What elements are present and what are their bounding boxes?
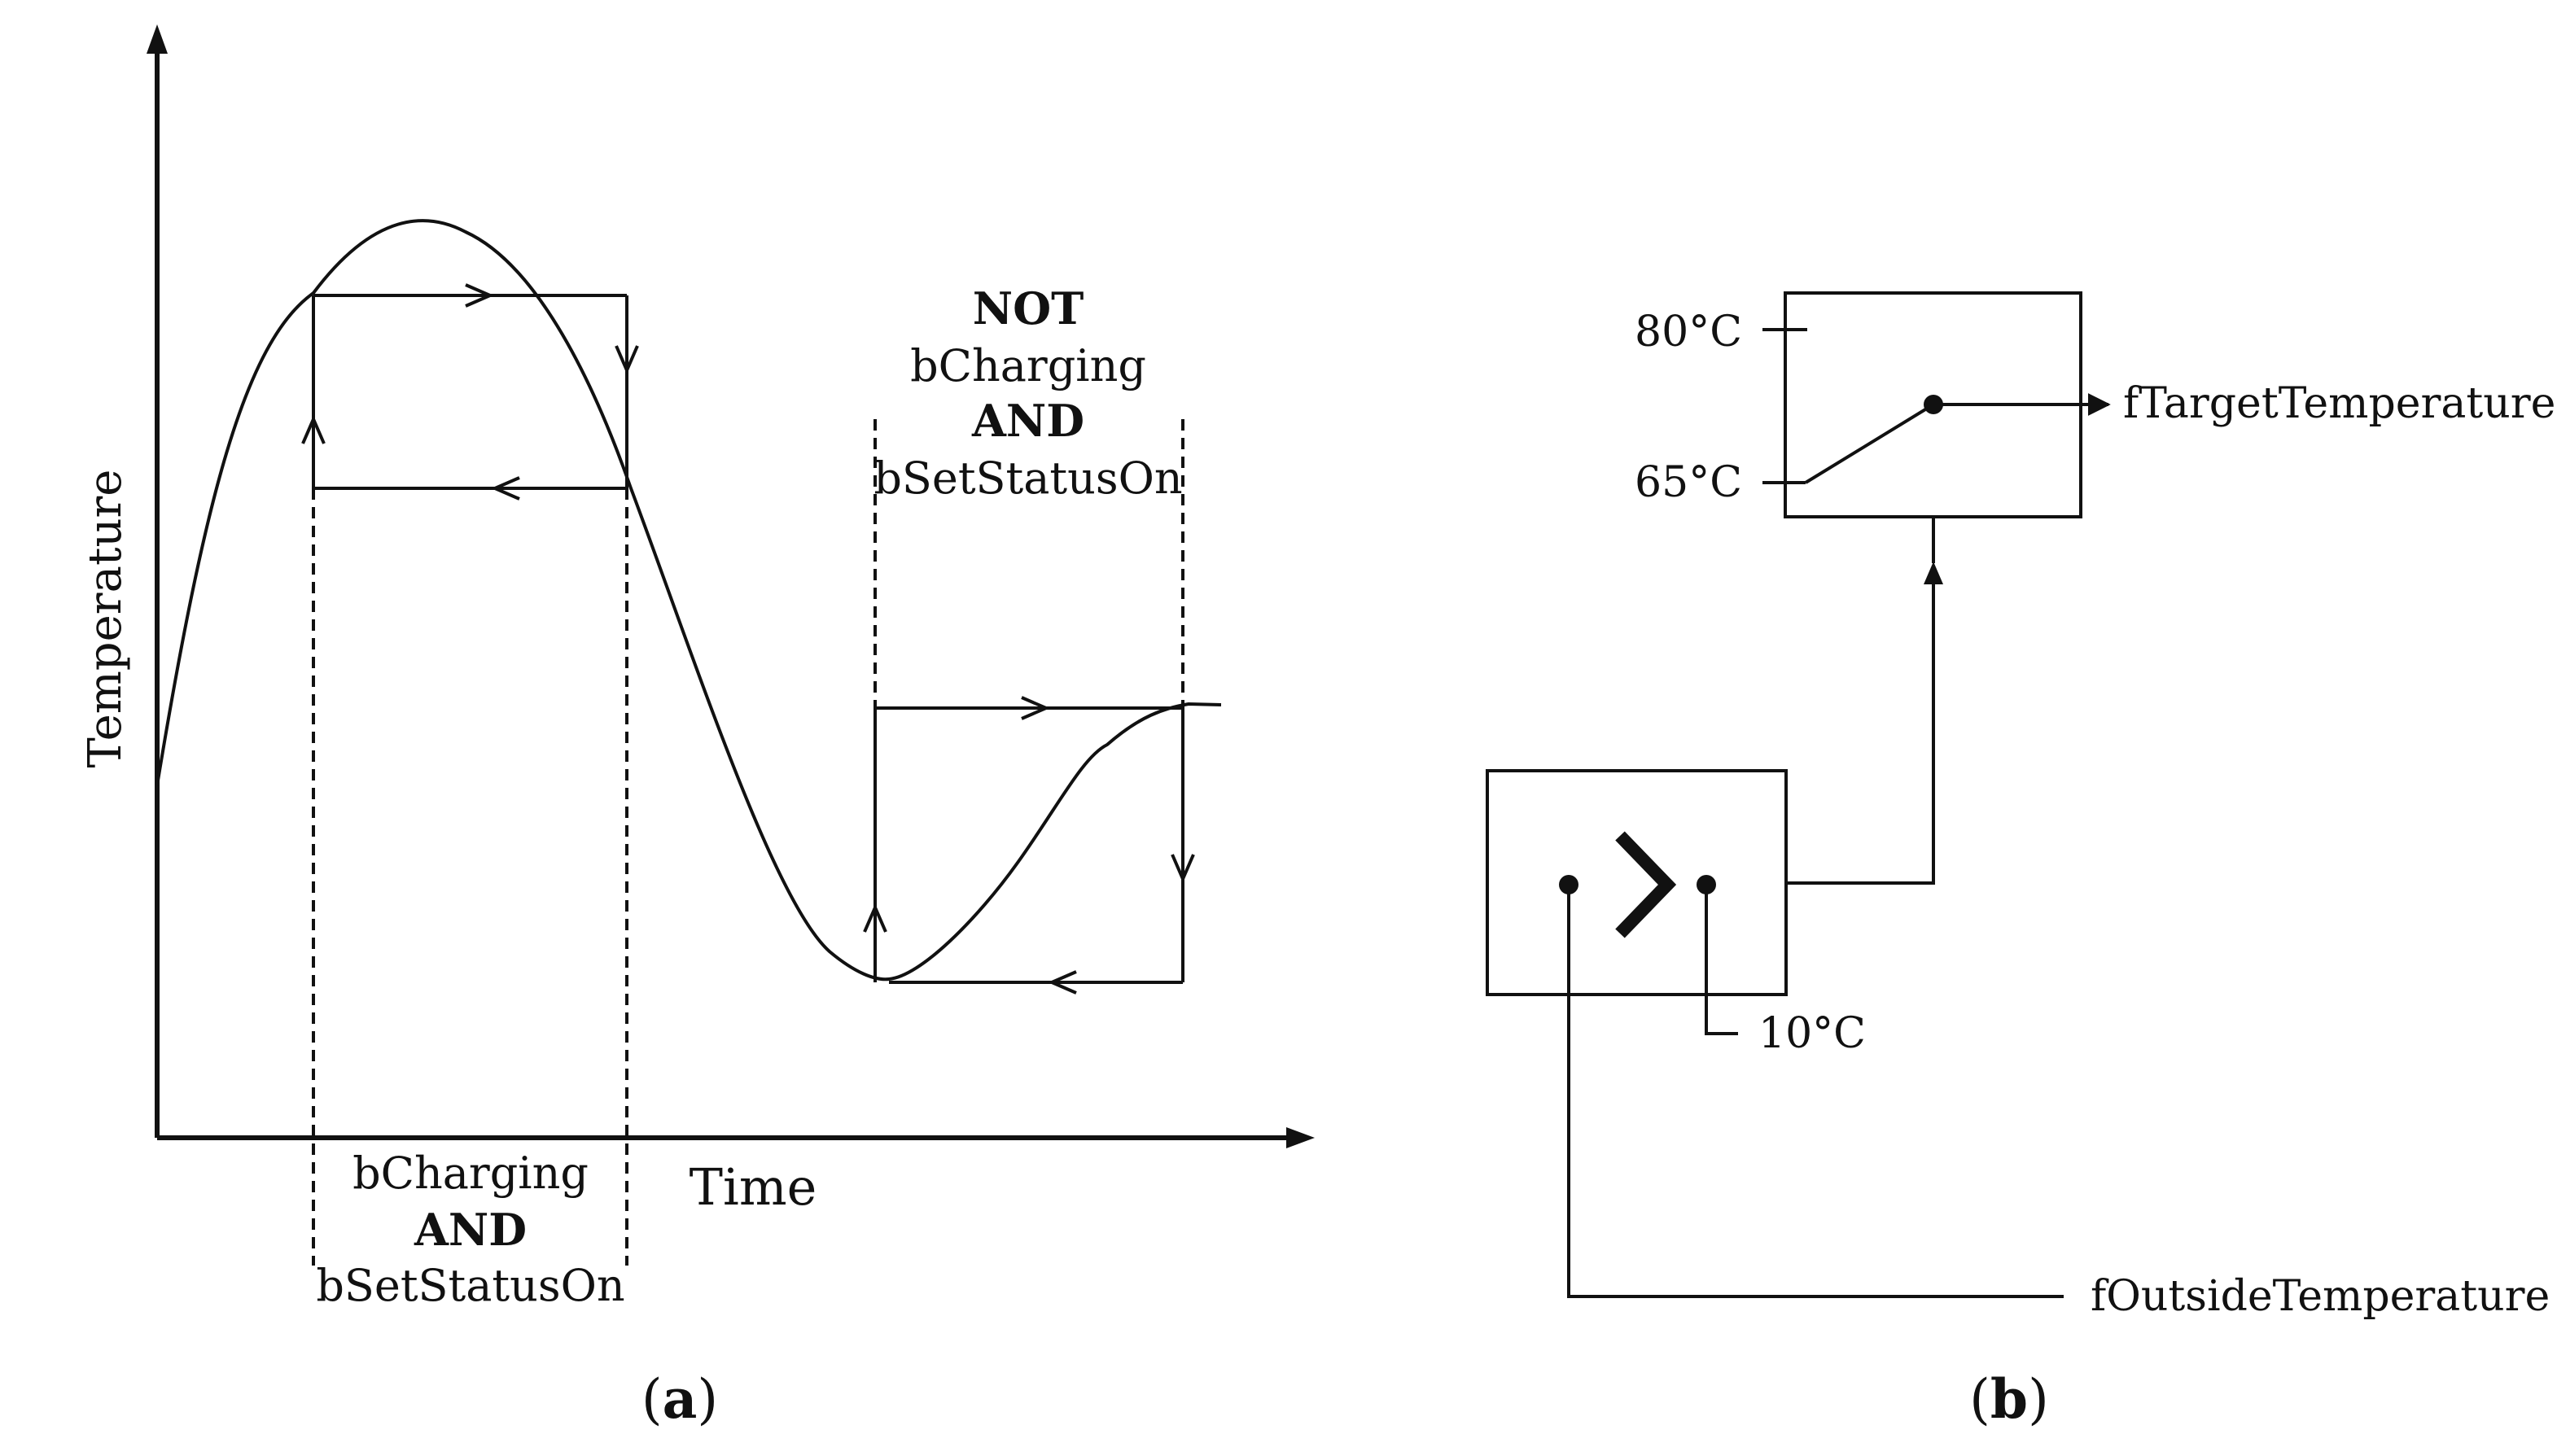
window1-label-line1: bCharging (352, 1148, 589, 1199)
x-axis-arrowhead (1286, 1127, 1315, 1148)
temperature-curve (155, 219, 1222, 982)
comparator-block (1486, 769, 1788, 996)
panel-a: Temperature Time bCharging AND bSetStatu… (79, 24, 1315, 1431)
loop2-left-arrow (863, 903, 887, 933)
loop1-top-arrow (465, 283, 495, 308)
loop1-bottom-arrow (490, 476, 520, 501)
threshold-lead (1705, 885, 1738, 1035)
threshold-label: 10°C (1758, 1009, 1866, 1058)
window1-label-line2: AND (414, 1204, 527, 1256)
ramp-line (1804, 403, 1935, 484)
window2-label-line3: AND (971, 395, 1084, 447)
window2-label-line1: NOT (973, 282, 1084, 334)
loop2-bottom-arrow (1047, 970, 1077, 995)
loop2-top-arrow (1021, 696, 1051, 720)
output-label: fTargetTemperature (2123, 379, 2555, 428)
caption-a: (a) (641, 1367, 718, 1431)
greater-than-icon (1615, 831, 1677, 938)
y-axis-arrowhead (147, 24, 168, 54)
panel-b (1486, 291, 2111, 1298)
enable-arrowhead (1924, 562, 1943, 584)
low-temperature-label: 65°C (1635, 458, 1742, 507)
caption-b: (b) (1969, 1367, 2049, 1431)
input-lead (1567, 885, 2064, 1298)
loop1-right-arrow (615, 345, 639, 375)
window1-label-line3: bSetStatusOn (316, 1260, 624, 1311)
hysteresis-loop-charging (301, 283, 639, 1266)
x-axis-label: Time (690, 1157, 817, 1217)
window2-label-line4: bSetStatusOn (873, 453, 1182, 504)
window2-label-line2: bCharging (910, 340, 1146, 391)
y-axis-label: Temperature (79, 470, 132, 768)
loop2-right-arrow (1171, 854, 1195, 884)
high-temperature-label: 80°C (1635, 308, 1742, 356)
comparator-output-line (1786, 566, 1935, 885)
input-label: fOutsideTemperature (2091, 1272, 2550, 1321)
loop1-left-arrow (301, 414, 326, 444)
hysteresis-loop-not-charging (863, 419, 1195, 995)
panel-b-labels: 80°C 65°C fTargetTemperature 10°C fOutsi… (1635, 308, 2555, 1431)
